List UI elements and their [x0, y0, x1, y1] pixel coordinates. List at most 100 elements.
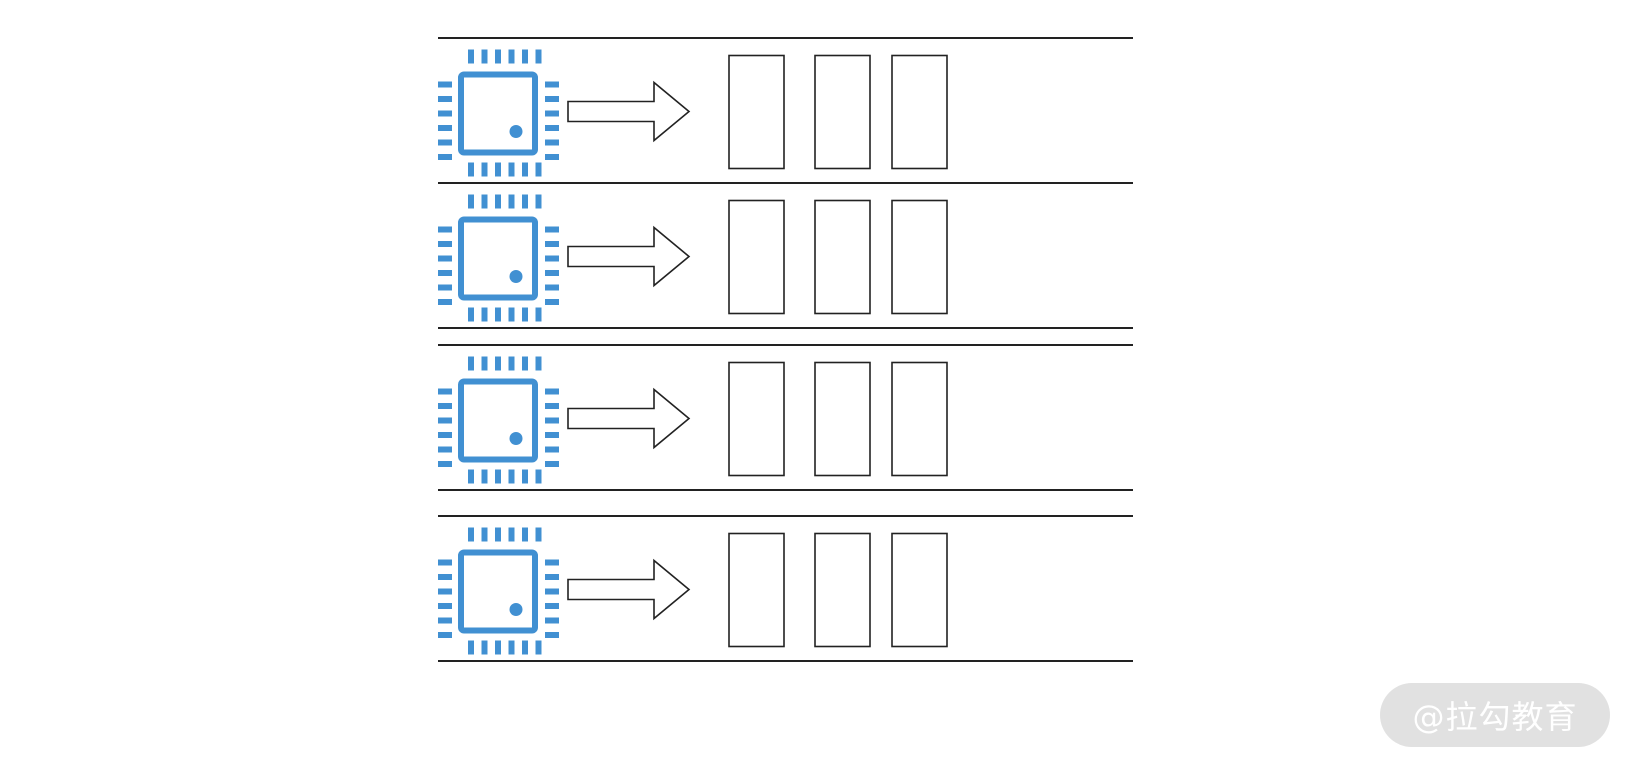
chip-pin — [545, 574, 559, 580]
queue-slot — [891, 532, 948, 648]
chip-pin — [481, 640, 488, 655]
chip-pin — [535, 469, 542, 484]
cpu-chip-icon — [438, 49, 559, 177]
chip-pin — [438, 403, 452, 409]
chip-pin — [468, 307, 474, 322]
cpu-chip-icon — [438, 356, 559, 484]
chip-pin — [438, 603, 452, 609]
right-arrow-icon — [567, 225, 691, 288]
chip-pin — [495, 49, 501, 64]
chip-pin — [545, 255, 559, 262]
chip-pin — [535, 307, 542, 322]
chip-pin — [535, 527, 542, 542]
chip-pin — [468, 162, 474, 177]
chip-pin — [545, 403, 559, 409]
chip-pin — [495, 162, 501, 177]
chip-pin — [495, 527, 501, 542]
chip-pin — [545, 559, 559, 566]
chip-body — [458, 549, 538, 634]
chip-pin — [508, 640, 515, 655]
chip-pin — [545, 284, 559, 291]
chip-pin — [481, 49, 488, 64]
chip-pin — [522, 162, 528, 177]
chip-body — [458, 216, 538, 301]
chip-pin — [438, 139, 452, 146]
chip-pin — [468, 469, 474, 484]
chip-pin — [438, 432, 452, 438]
chip-pin — [522, 527, 528, 542]
chip-dot — [509, 125, 523, 138]
chip-pin — [495, 469, 501, 484]
chip-pin — [438, 81, 452, 88]
chip-pin — [522, 356, 528, 371]
chip-pin — [468, 640, 474, 655]
chip-pin — [438, 446, 452, 453]
queue-slot — [891, 361, 948, 477]
chip-pin — [438, 241, 452, 247]
right-arrow-icon — [567, 80, 691, 143]
queue-slot — [814, 199, 871, 315]
chip-pin — [545, 461, 559, 467]
watermark-text: @拉勾教育 — [1412, 698, 1578, 736]
chip-pin — [535, 49, 542, 64]
queue-slot — [728, 54, 785, 170]
chip-pin — [545, 226, 559, 233]
chip-pin — [508, 49, 515, 64]
queue-slot — [728, 532, 785, 648]
chip-pin — [545, 588, 559, 595]
chip-pin — [508, 307, 515, 322]
chip-pin — [438, 417, 452, 424]
chip-pin — [535, 640, 542, 655]
chip-pin — [438, 461, 452, 467]
chip-pin — [545, 417, 559, 424]
chip-pin — [438, 588, 452, 595]
chip-pin — [545, 139, 559, 146]
chip-pin — [438, 154, 452, 160]
chip-pin — [438, 110, 452, 117]
chip-pin — [438, 125, 452, 131]
queue-slot — [728, 361, 785, 477]
chip-pin — [438, 617, 452, 624]
chip-pin — [522, 640, 528, 655]
chip-dot — [509, 603, 523, 616]
lane-4 — [438, 527, 948, 655]
chip-pin — [438, 255, 452, 262]
chip-pin — [508, 162, 515, 177]
chip-pin — [545, 270, 559, 276]
chip-pin — [545, 81, 559, 88]
chip-pin — [481, 469, 488, 484]
chip-pin — [508, 356, 515, 371]
chip-pin — [508, 527, 515, 542]
queue-slot — [728, 199, 785, 315]
cpu-chip-icon — [438, 527, 559, 655]
chip-pin — [468, 527, 474, 542]
chip-pin — [545, 110, 559, 117]
chip-pin — [438, 559, 452, 566]
chip-pin — [495, 307, 501, 322]
chip-pin — [545, 154, 559, 160]
chip-dot — [509, 270, 523, 283]
cpu-chip-icon — [438, 194, 559, 322]
chip-pin — [438, 270, 452, 276]
chip-pin — [468, 194, 474, 209]
chip-pin — [545, 125, 559, 131]
chip-pin — [535, 356, 542, 371]
chip-pin — [438, 574, 452, 580]
chip-pin — [438, 96, 452, 102]
chip-pin — [468, 356, 474, 371]
chip-pin — [495, 194, 501, 209]
queue-slot — [891, 54, 948, 170]
queue-slot — [814, 54, 871, 170]
chip-pin — [545, 96, 559, 102]
chip-pin — [481, 194, 488, 209]
chip-pin — [545, 603, 559, 609]
chip-pin — [522, 469, 528, 484]
chip-pin — [535, 194, 542, 209]
queue-slot — [814, 361, 871, 477]
chip-pin — [545, 617, 559, 624]
chip-pin — [508, 469, 515, 484]
chip-body — [458, 71, 538, 156]
chip-pin — [522, 307, 528, 322]
chip-pin — [438, 632, 452, 638]
